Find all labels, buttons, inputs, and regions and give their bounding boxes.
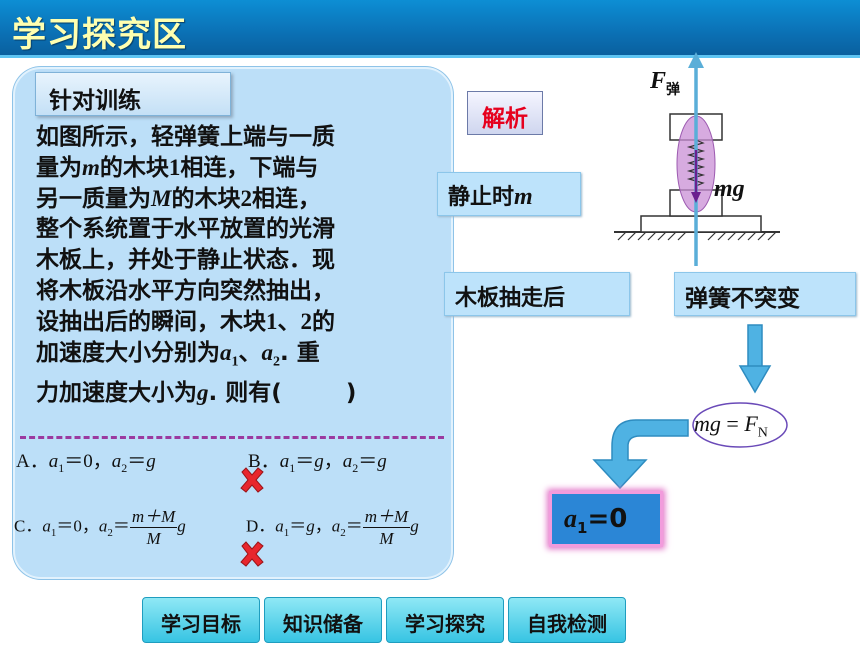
- training-tag: 针对训练: [35, 72, 231, 116]
- problem-line: 将木板沿水平方向突然抽出，: [36, 277, 335, 304]
- problem-text: 如图所示，轻弹簧上端与一质 量为m的木块1相连，下端与 另一质量为M的木块2相连…: [36, 122, 420, 409]
- spring-no-change-box: 弹簧不突变: [674, 272, 856, 316]
- choice-b[interactable]: B．a1＝g，a2＝g: [248, 451, 387, 475]
- choice-a[interactable]: A．a1＝0，a2＝g: [16, 451, 156, 475]
- problem-line: 另一质量为M的木块2相连，: [36, 185, 321, 212]
- board-removed-box: 木板抽走后: [444, 272, 630, 316]
- wrong-mark-icon: [240, 467, 264, 493]
- equation-oval: [692, 402, 788, 448]
- problem-line: 加速度大小分别为a1、a2. 重: [36, 339, 320, 370]
- wrong-mark-icon: [240, 541, 264, 567]
- header-bar: [0, 0, 860, 58]
- nav-knowledge-button[interactable]: 知识储备: [264, 597, 382, 643]
- nav-explore-button[interactable]: 学习探究: [386, 597, 504, 643]
- analysis-tag: 解析: [467, 91, 543, 135]
- result-box: a1=0: [549, 491, 663, 547]
- curved-arrow-icon: [592, 419, 689, 490]
- header-divider: [0, 55, 860, 58]
- nav-self-test-button[interactable]: 自我检测: [508, 597, 626, 643]
- page-title: 学习探究区: [12, 15, 187, 55]
- problem-line: 整个系统置于水平放置的光滑: [36, 216, 335, 243]
- ground-hatch: [617, 231, 777, 241]
- problem-line: 力加速度大小为g. 则有( ): [36, 379, 357, 406]
- arrow-down-icon: [738, 324, 772, 394]
- problem-line: 木板上，并处于静止状态．现: [36, 247, 335, 274]
- problem-panel: [13, 67, 453, 579]
- problem-line: 设抽出后的瞬间，木块1、2的: [36, 308, 335, 335]
- gravity-label: mg: [714, 176, 745, 202]
- board: [640, 215, 762, 233]
- problem-line: 如图所示，轻弹簧上端与一质: [36, 124, 335, 150]
- nav-learning-goals-button[interactable]: 学习目标: [142, 597, 260, 643]
- static-state-box: 静止时m: [437, 172, 581, 216]
- equation-text: mg = FN: [694, 411, 768, 441]
- spring-force-label: F弹: [650, 68, 681, 98]
- problem-line: 量为m的木块1相连，下端与: [36, 154, 319, 181]
- divider-dashed: [20, 436, 444, 439]
